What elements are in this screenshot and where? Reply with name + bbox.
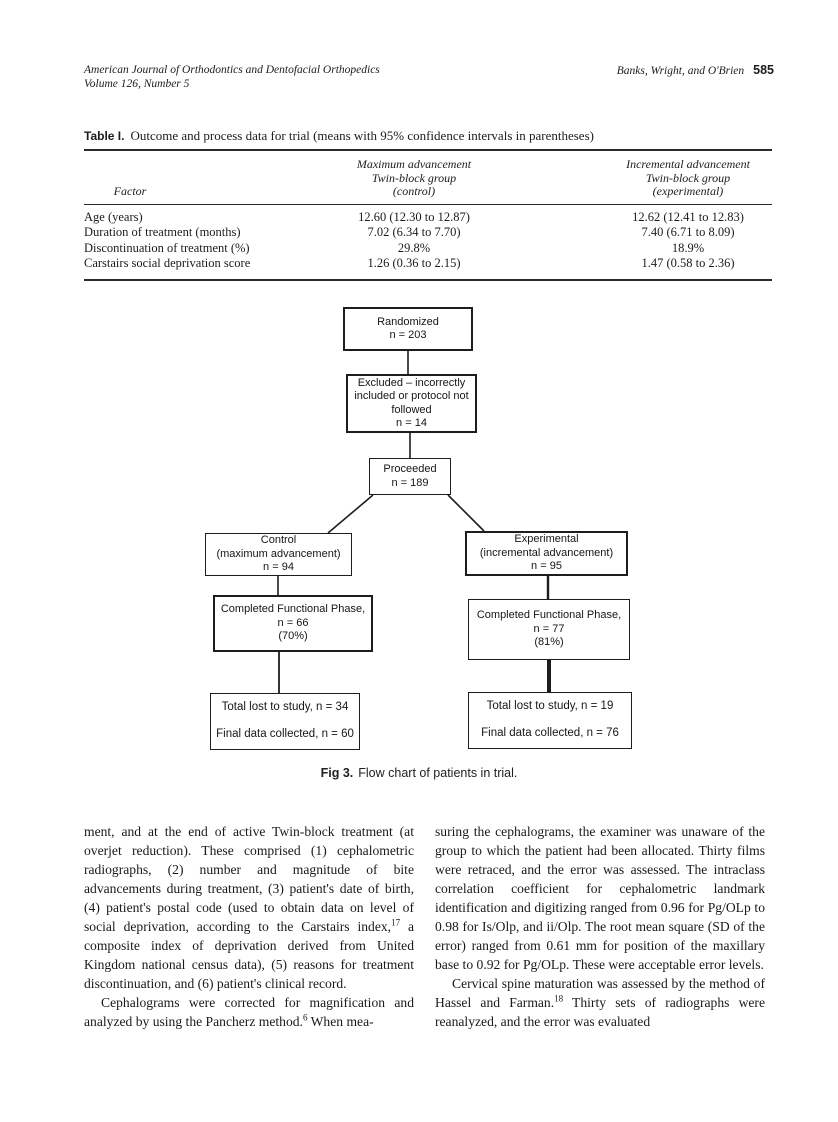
table-cell: 1.26 (0.36 to 2.15) xyxy=(367,256,461,270)
trial-flowchart: Randomized n = 203 Excluded – incorrectl… xyxy=(0,300,838,762)
column-header-experimental: Incremental advancement Twin-block group… xyxy=(626,157,750,198)
table-cell: 1.47 (0.58 to 2.36) xyxy=(641,256,735,270)
table-cell: 7.40 (6.71 to 8.09) xyxy=(641,225,735,239)
authors: Banks, Wright, and O'Brien xyxy=(616,65,745,77)
journal-header: American Journal of Orthodontics and Den… xyxy=(84,63,380,91)
table-cell: 7.02 (6.34 to 7.70) xyxy=(367,225,461,239)
flowchart-box-experimental: Experimental (incremental advancement) n… xyxy=(465,531,628,576)
table-cell: 29.8% xyxy=(397,240,431,255)
reference-superscript: 6 xyxy=(302,1012,308,1023)
flowchart-box-lost-experimental: Total lost to study, n = 19 Final data c… xyxy=(468,692,632,749)
table-cell: Discontinuation of treatment (%) xyxy=(84,240,250,255)
table-cell: 18.9% xyxy=(671,240,705,255)
flowchart-box-proceeded: Proceeded n = 189 xyxy=(369,458,451,495)
body-paragraph: Cervical spine maturation was assessed b… xyxy=(435,976,765,1029)
table-header-row: Factor Maximum advancement Twin-block gr… xyxy=(84,149,772,205)
right-column: suring the cephalograms, the examiner wa… xyxy=(435,822,765,1031)
flowchart-box-completed-control: Completed Functional Phase, n = 66 (70%) xyxy=(213,595,373,652)
table-title: Table I. Outcome and process data for tri… xyxy=(84,128,772,144)
left-column: ment, and at the end of active Twin-bloc… xyxy=(84,822,414,1031)
body-paragraph: Cephalograms were corrected for magnific… xyxy=(84,995,414,1029)
outcome-table-section: Table I. Outcome and process data for tri… xyxy=(84,128,772,281)
flowchart-box-randomized: Randomized n = 203 xyxy=(343,307,473,351)
flowchart-box-lost-control: Total lost to study, n = 34 Final data c… xyxy=(210,693,360,750)
flowchart-box-excluded: Excluded – incorrectly included or proto… xyxy=(346,374,477,433)
table-cell: Carstairs social deprivation score xyxy=(84,256,251,270)
page-number: 585 xyxy=(753,63,774,77)
table-cell: 12.62 (12.41 to 12.83) xyxy=(632,209,744,224)
table-cell: 12.60 (12.30 to 12.87) xyxy=(358,209,470,224)
table-label: Table I. xyxy=(84,129,125,143)
body-paragraph: ment, and at the end of active Twin-bloc… xyxy=(84,824,414,991)
flowchart-box-control: Control (maximum advancement) n = 94 xyxy=(205,533,352,576)
table-cell: Duration of treatment (months) xyxy=(84,225,241,239)
journal-volume: Volume 126, Number 5 xyxy=(84,78,190,90)
table-row: Age (years) 12.60 (12.30 to 12.87) 12.62 (… xyxy=(84,210,772,226)
body-paragraph: suring the cephalograms, the examiner wa… xyxy=(435,824,765,972)
authors-header: Banks, Wright, and O'Brien 585 xyxy=(617,63,774,78)
column-header-factor: Factor xyxy=(113,184,147,198)
table-row: Carstairs social deprivation score 1.26 (… xyxy=(84,256,772,272)
table-row: Duration of treatment (months) 7.02 (6.34… xyxy=(84,225,772,241)
figure-caption-label: Fig 3. xyxy=(320,766,354,780)
figure-caption: Fig 3. Flow chart of patients in trial. xyxy=(0,766,838,780)
figure-caption-text: Flow chart of patients in trial. xyxy=(358,766,518,780)
reference-superscript: 18 xyxy=(554,993,564,1004)
journal-title: American Journal of Orthodontics and Den… xyxy=(84,64,380,76)
flowchart-connectors xyxy=(277,351,551,693)
table-title-text: Outcome and process data for trial (mean… xyxy=(130,128,594,143)
table-body: Age (years) 12.60 (12.30 to 12.87) 12.62 (… xyxy=(84,205,772,281)
column-header-control: Maximum advancement Twin-block group (co… xyxy=(356,157,472,198)
reference-superscript: 17 xyxy=(391,917,401,928)
flowchart-box-completed-experimental: Completed Functional Phase, n = 77 (81%) xyxy=(468,599,630,660)
running-head: American Journal of Orthodontics and Den… xyxy=(84,63,774,91)
body-text: ment, and at the end of active Twin-bloc… xyxy=(84,822,766,1031)
table-cell: Age (years) xyxy=(84,209,143,224)
table-row: Discontinuation of treatment (%) 29.8% 18.… xyxy=(84,241,772,257)
